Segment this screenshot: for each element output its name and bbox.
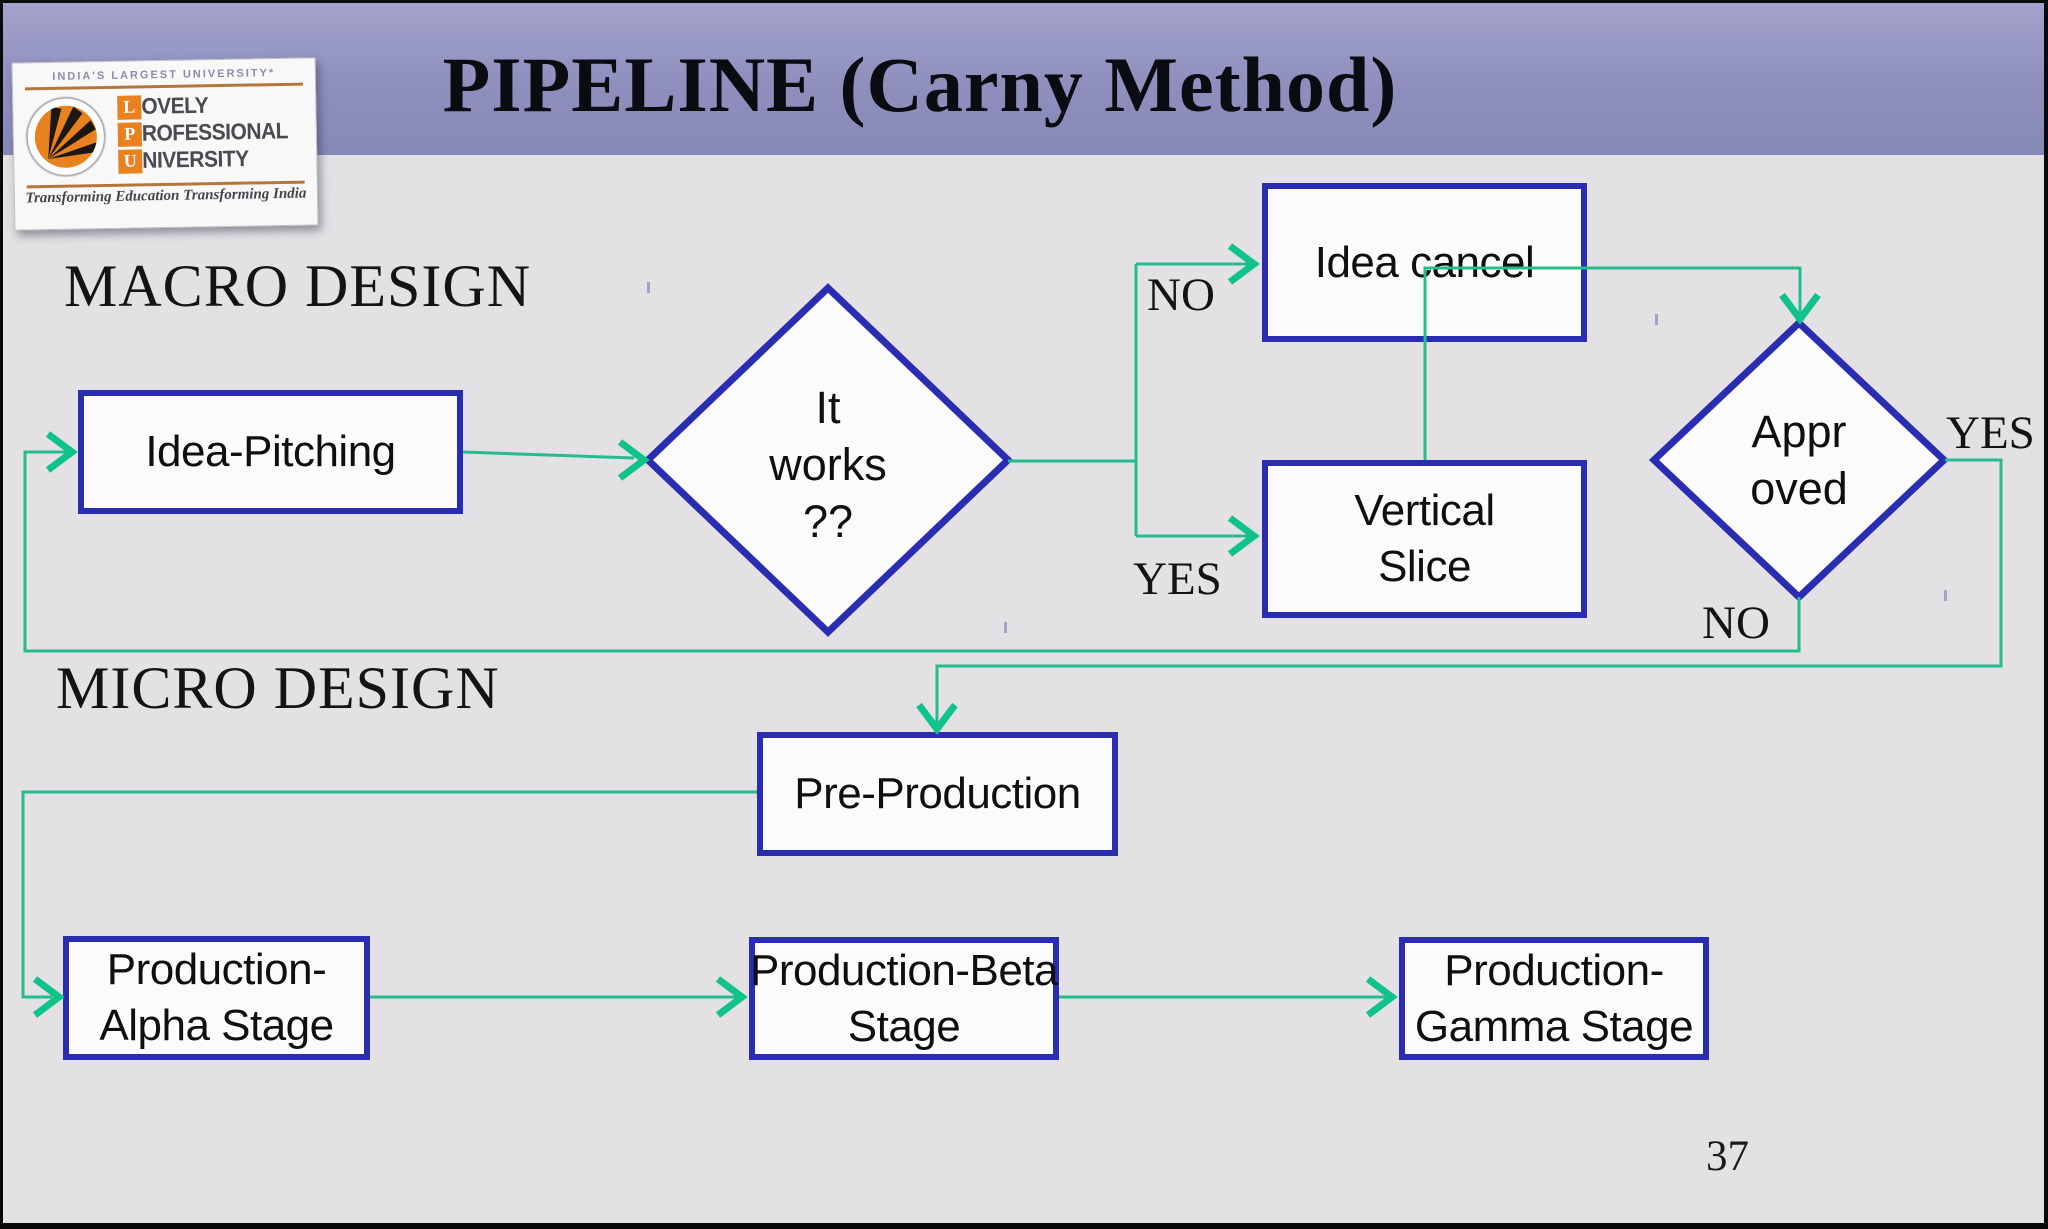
macro-design-label: MACRO DESIGN [64,253,532,319]
logo-name-row: U NIVERSITY [118,146,289,174]
node-label: works [769,439,887,490]
node-label: Appr [1751,406,1847,457]
node-label: Production- [1444,945,1664,995]
it-works-diamond-label: It works ?? [678,379,978,550]
logo-middle-row: L OVELY P ROFESSIONAL U NIVERSITY [13,85,317,181]
node-label: ?? [802,496,854,547]
university-logo: INDIA'S LARGEST UNIVERSITY* L OVELY [11,57,319,231]
page-number: 37 [1706,1133,1749,1180]
node-label: Slice [1378,542,1471,591]
slide-header [3,3,2044,155]
node-pre-production: Pre-Production [757,732,1118,856]
node-label: Idea cancel [1314,237,1535,287]
edge-label-approved-no: NO [1702,597,1770,649]
node-idea-cancel: Idea cancel [1262,183,1587,342]
logo-word-lovely: OVELY [141,92,209,119]
node-label: oved [1750,463,1848,514]
node-label: Pre-Production [794,769,1081,818]
logo-initial-U: U [118,148,143,174]
logo-tagline: INDIA'S LARGEST UNIVERSITY* [52,67,276,83]
logo-motto: Transforming Education Transforming Indi… [25,185,307,207]
approved-diamond-label: Appr oved [1669,403,1929,517]
micro-design-label: MICRO DESIGN [56,655,500,721]
node-label: Gamma Stage [1414,1001,1694,1051]
edge-label-approved-yes: YES [1946,407,2035,459]
node-label: Production-Beta [749,945,1059,995]
logo-name-row: L OVELY [117,92,288,120]
slide-title: PIPELINE (Carny Method) [442,41,1398,128]
edge-label-no-idea-cancel: NO [1147,269,1215,321]
edge-label-yes-vertical-slice: YES [1133,553,1222,605]
node-label: It [815,382,841,433]
node-label: Alpha Stage [99,1001,334,1050]
node-label: Vertical [1354,486,1495,535]
logo-word-professional: ROFESSIONAL [141,118,289,146]
node-production-beta: Production-Beta Stage [749,937,1059,1060]
logo-name-row: P ROFESSIONAL [117,118,289,147]
node-label: Idea-Pitching [145,427,396,476]
logo-name-block: L OVELY P ROFESSIONAL U NIVERSITY [117,92,289,176]
node-production-gamma: Production- Gamma Stage [1399,937,1709,1060]
node-idea-pitching: Idea-Pitching [78,390,463,514]
logo-word-university: NIVERSITY [142,146,249,173]
node-label: Production- [106,945,327,994]
node-production-alpha: Production- Alpha Stage [63,936,370,1060]
node-vertical-slice: Vertical Slice [1262,460,1587,618]
logo-initial-P: P [117,121,143,147]
logo-initial-L: L [117,94,142,120]
lpu-emblem-icon [25,96,107,178]
node-label: Stage [847,1001,961,1051]
